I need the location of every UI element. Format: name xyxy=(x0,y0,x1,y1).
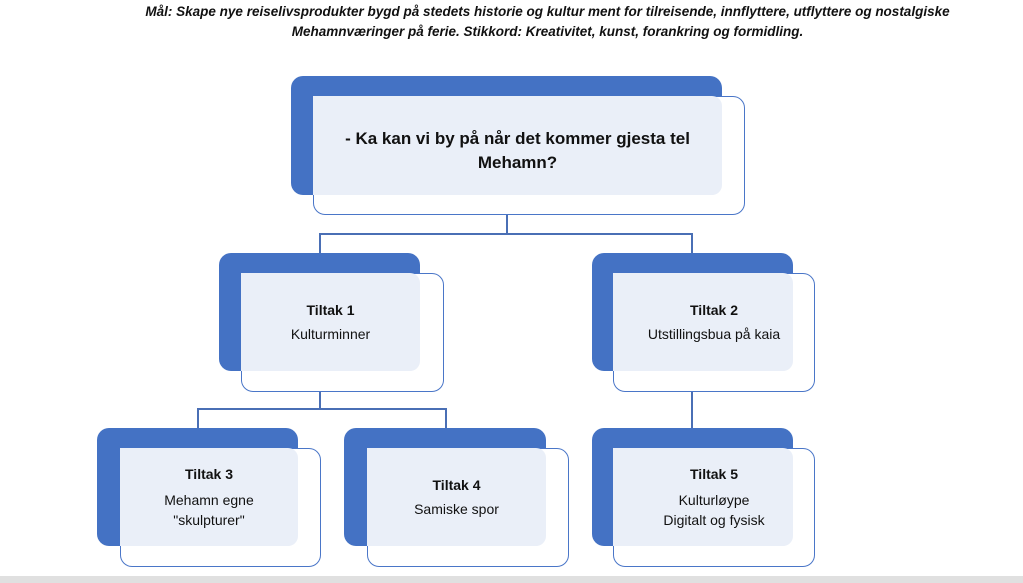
node-title: Tiltak 1 xyxy=(306,302,355,318)
root-question-line1: - Ka kan vi by på når det kommer gjesta … xyxy=(345,128,690,148)
node-text-line2: "skulpturer" xyxy=(173,512,245,528)
connector xyxy=(691,392,693,428)
node-title: Tiltak 2 xyxy=(690,302,738,318)
goal-text-line1: Mål: Skape nye reiselivsprodukter bygd p… xyxy=(145,4,950,19)
connector xyxy=(319,233,693,235)
node-text-line2: Digitalt og fysisk xyxy=(663,512,765,528)
connector xyxy=(319,233,321,253)
node-title: Tiltak 5 xyxy=(690,466,738,482)
connector xyxy=(445,408,447,428)
node-text: Kulturminner xyxy=(290,326,371,342)
node-text-line1: Mehamn egne xyxy=(164,492,254,508)
connector xyxy=(197,408,446,410)
goal-text-line2: Mehamnværinger på ferie. Stikkord: Kreat… xyxy=(291,24,804,39)
connector xyxy=(319,392,321,409)
root-question-line2: Mehamn? xyxy=(477,152,558,172)
node-title: Tiltak 4 xyxy=(432,477,481,493)
bottom-scroll-bar xyxy=(0,576,1023,583)
node-title: Tiltak 3 xyxy=(185,466,233,482)
node-text: Utstillingsbua på kaia xyxy=(647,326,781,342)
connector xyxy=(197,408,199,428)
node-text-line1: Kulturløype xyxy=(678,492,750,508)
connector xyxy=(506,215,508,234)
connector xyxy=(691,233,693,253)
node-text: Samiske spor xyxy=(414,501,499,517)
